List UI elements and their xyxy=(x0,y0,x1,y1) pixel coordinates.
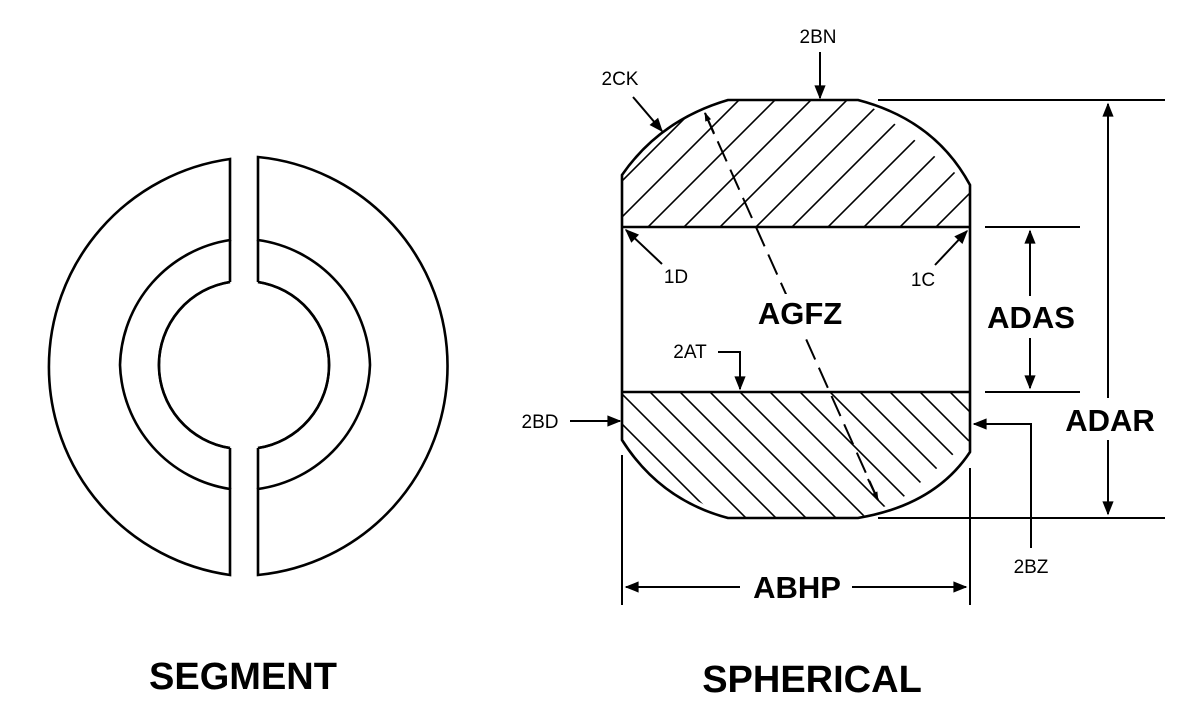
2bz-label: 2BZ xyxy=(1014,557,1049,578)
1c-label: 1C xyxy=(911,270,935,291)
hatch-line xyxy=(765,392,901,518)
sphere-diameter-arrow-top xyxy=(704,112,715,135)
1d-leader xyxy=(624,229,663,265)
2ck-leader xyxy=(632,96,663,133)
hatch-line xyxy=(622,392,631,518)
hatch-line xyxy=(896,100,970,227)
agfz-label-mask xyxy=(750,294,852,332)
1c-leader xyxy=(934,229,968,266)
segment-view: SEGMENT xyxy=(47,155,449,698)
segment-right-inner-step xyxy=(256,240,331,489)
hatch-line xyxy=(1113,95,1200,230)
hatch-line xyxy=(622,100,745,227)
spherical-title: SPHERICAL xyxy=(702,659,922,701)
hatch-line xyxy=(915,392,970,518)
2bz-leader xyxy=(972,418,1032,548)
adas-label-mask xyxy=(980,296,1082,338)
segment-bore xyxy=(157,280,331,450)
hatch-line xyxy=(824,100,961,227)
hatch-line xyxy=(968,100,970,227)
abhp-label-mask xyxy=(740,566,852,606)
hatch-line xyxy=(860,100,970,227)
hatch-line xyxy=(622,100,673,227)
hatch-line xyxy=(465,95,600,230)
2bd-label: 2BD xyxy=(522,412,559,433)
ball-outline xyxy=(620,98,972,520)
adas-label: ADAS xyxy=(987,300,1075,335)
hatch-line xyxy=(680,100,817,227)
adar-label-mask xyxy=(1060,398,1164,440)
hatch-line xyxy=(622,100,637,227)
top-hatch xyxy=(465,95,1200,230)
hatch-line xyxy=(705,392,841,518)
hatch-line xyxy=(932,100,970,227)
sphere-diameter-line xyxy=(704,112,879,501)
abhp-label: ABHP xyxy=(753,570,841,605)
hatch-line xyxy=(645,392,781,518)
2at-label: 2AT xyxy=(673,342,707,363)
hatch-line xyxy=(825,392,961,518)
hatch-line xyxy=(1077,95,1200,230)
segment-title: SEGMENT xyxy=(149,656,337,698)
segment-left-half xyxy=(47,157,232,577)
segment-right-half xyxy=(256,155,449,577)
spherical-view: ADAR ADAS ABHP AGFZ 2BN 2CK 1D 1C 2AT 2B… xyxy=(465,27,1200,701)
hatch-line xyxy=(622,392,721,518)
hatch-line xyxy=(466,388,600,522)
hatch-line xyxy=(622,392,661,518)
sphere-diameter-arrow-bottom xyxy=(867,478,879,501)
hatch-line xyxy=(735,392,871,518)
hatch-line xyxy=(716,100,853,227)
hatch-line xyxy=(788,100,925,227)
hatch-line xyxy=(1005,95,1140,230)
hatch-line xyxy=(675,392,811,518)
adar-label: ADAR xyxy=(1065,403,1155,438)
hatch-line xyxy=(945,392,970,518)
2at-leader xyxy=(718,351,746,391)
agfz-label: AGFZ xyxy=(758,296,842,331)
1d-label: 1D xyxy=(664,267,688,288)
hatch-line xyxy=(885,392,970,518)
2ck-label: 2CK xyxy=(602,69,639,90)
2bn-label: 2BN xyxy=(800,27,837,48)
hatch-line xyxy=(644,100,781,227)
hatch-line xyxy=(622,392,751,518)
hatch-line xyxy=(752,100,889,227)
segment-left-inner-step xyxy=(157,240,232,489)
